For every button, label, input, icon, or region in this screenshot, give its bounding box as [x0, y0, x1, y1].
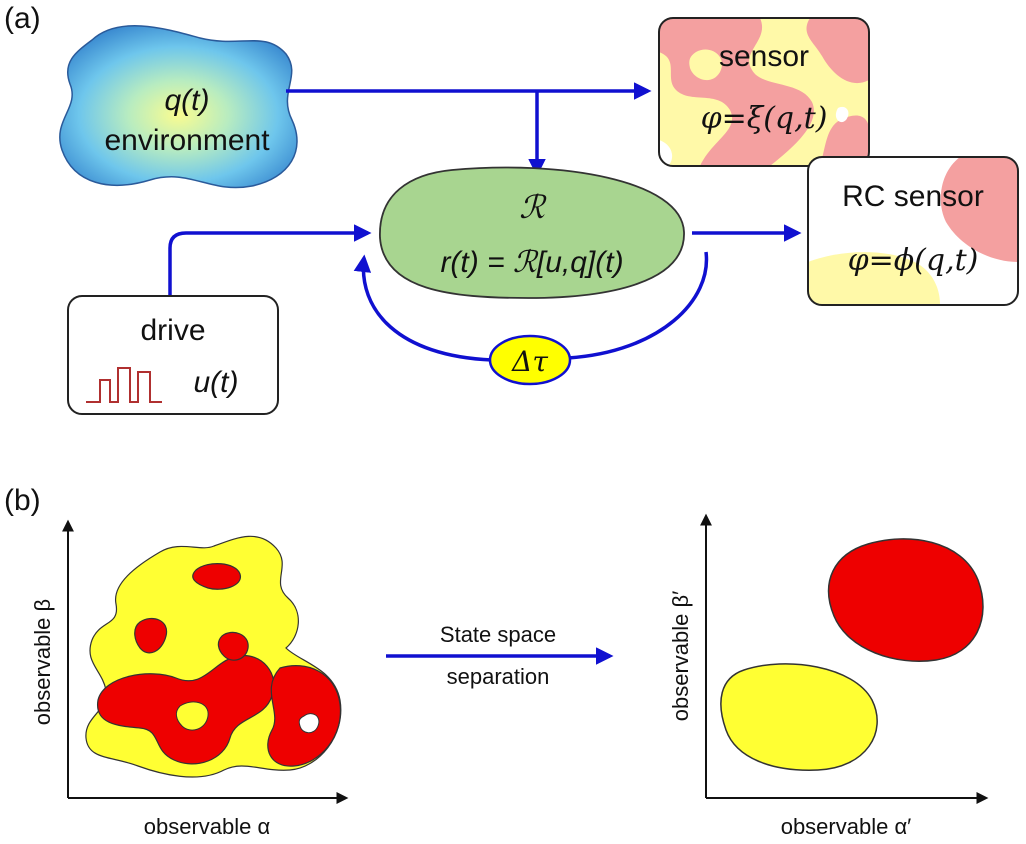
mixed-red-region-dot [217, 631, 249, 661]
drive-box: drive u(t) [67, 295, 279, 415]
environment-label: environment [104, 124, 270, 157]
rc-sensor-formula: φ=ϕ(q,t) [848, 243, 979, 278]
panel-label-b: (b) [4, 484, 41, 517]
separation-label-line2: separation [447, 664, 550, 689]
sensor-formula: φ=ξ(q,t) [701, 101, 828, 136]
environment-symbol: q(t) [165, 84, 210, 117]
separated-yellow-cluster [720, 663, 878, 771]
right-state-space: observable α′ observable β′ [668, 513, 989, 839]
rc-sensor-title: RC sensor [842, 180, 984, 213]
environment-blob: q(t) environment [59, 25, 298, 189]
separation-label-line1: State space [440, 622, 556, 647]
sensor-title: sensor [719, 40, 809, 73]
delay-node: Δτ [488, 334, 572, 386]
drive-signal: u(t) [194, 366, 239, 399]
separated-red-cluster [827, 538, 984, 662]
separation-arrow: State space separation [386, 622, 614, 689]
rc-sensor-pattern [808, 157, 1018, 305]
mixed-yellow-hole [175, 701, 209, 731]
reservoir-equation: r(t) = ℛ[u,q](t) [440, 246, 623, 279]
mixed-white-hole [298, 713, 320, 734]
mixed-red-region-top [192, 563, 241, 590]
right-y-label: observable β′ [668, 591, 693, 722]
panel-label-a: (a) [4, 2, 41, 35]
left-y-label: observable β [30, 599, 55, 725]
delay-label: Δτ [511, 345, 548, 378]
feedback-loop-right [567, 251, 709, 360]
drive-title: drive [140, 314, 205, 347]
left-x-label: observable α [144, 814, 271, 839]
drive-to-reservoir-arrow [168, 224, 372, 296]
pulse-train-icon [86, 367, 162, 403]
reservoir-node: ℛ r(t) = ℛ[u,q](t) [379, 166, 685, 299]
sensor-box: sensor φ=ξ(q,t) [658, 17, 870, 167]
right-x-label: observable α′ [781, 814, 912, 839]
mixed-red-region-small [134, 617, 168, 654]
feedback-loop-left [353, 254, 493, 362]
rc-sensor-box: RC sensor φ=ϕ(q,t) [807, 156, 1019, 306]
reservoir-symbol: ℛ [519, 188, 547, 226]
left-state-space: observable α observable β [30, 519, 349, 839]
signal-arrows [168, 82, 802, 362]
